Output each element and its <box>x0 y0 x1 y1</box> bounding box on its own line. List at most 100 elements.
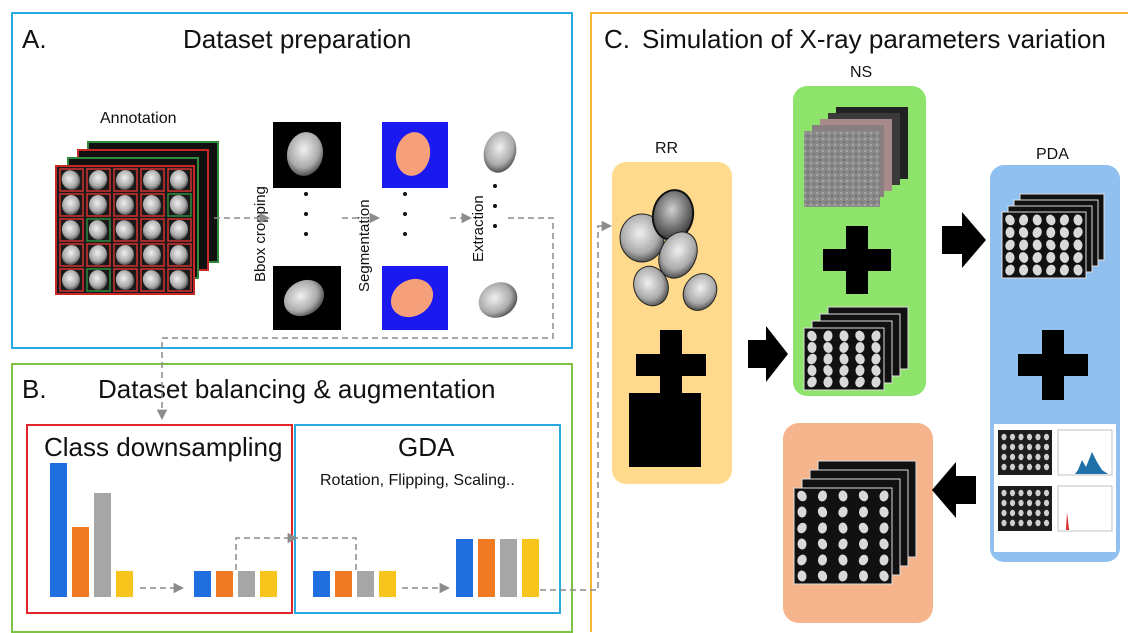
histogram-seed <box>1009 499 1016 507</box>
panel-c-letter: C. <box>604 24 630 54</box>
stack-seed <box>858 554 869 566</box>
stack-seed <box>1073 264 1083 276</box>
stack-seed <box>859 538 868 550</box>
stack-seed <box>807 376 817 388</box>
histogram-seed <box>1009 443 1016 451</box>
stack-seed <box>855 342 865 353</box>
histogram-seed <box>1035 463 1041 471</box>
bbox-crop-images <box>273 122 341 330</box>
class-bar <box>357 571 374 597</box>
annotation-bbox <box>167 243 192 267</box>
ns-noise-stack <box>804 107 908 207</box>
stack-seed <box>1046 264 1056 276</box>
stack-seed <box>855 330 865 342</box>
annotation-seed <box>61 195 81 215</box>
annotation-bbox <box>113 243 138 267</box>
stack-seed <box>1018 252 1029 263</box>
histogram-seed <box>1001 463 1007 471</box>
stack-seed <box>817 554 828 566</box>
stack-seed <box>1032 252 1042 263</box>
stack-seed <box>839 365 849 376</box>
pda-histogram-figure <box>994 424 1116 552</box>
histogram-seed <box>1026 453 1033 461</box>
annotation-bbox <box>113 268 138 292</box>
stack-seed <box>797 554 807 566</box>
stack-seed <box>1019 214 1029 226</box>
stack-seed <box>1005 214 1015 226</box>
stack-seed <box>1059 252 1070 263</box>
annotation-seed <box>169 170 189 190</box>
class-bar <box>216 571 233 597</box>
histogram-seed <box>1043 463 1050 471</box>
gda-box <box>294 424 561 614</box>
gda-subtitle: Rotation, Flipping, Scaling.. <box>320 472 515 489</box>
pda-label: PDA <box>1036 146 1069 163</box>
stack-seed <box>839 342 849 353</box>
rr-seeds <box>619 189 718 311</box>
annotation-bbox <box>86 268 111 292</box>
annotation-seed <box>61 170 81 190</box>
histogram-seed <box>1001 443 1007 451</box>
stack-seed <box>1046 227 1056 238</box>
stack-frame <box>793 487 893 585</box>
annotation-seed <box>142 170 162 190</box>
stack-seed <box>817 570 828 582</box>
stack-seed <box>797 538 807 550</box>
ellipsis-dots-seg <box>403 192 407 252</box>
annotation-seed <box>169 245 189 265</box>
stack-seed <box>838 570 848 582</box>
rr-black-square <box>629 393 701 467</box>
annotation-bbox <box>113 193 138 217</box>
histogram-seed <box>1018 433 1024 441</box>
stack-seed <box>879 554 889 566</box>
histogram-seed <box>1001 453 1007 461</box>
stack-seed <box>1032 264 1042 276</box>
stack-seed <box>807 353 817 365</box>
class-bar <box>313 571 330 597</box>
histogram-seed <box>1035 489 1041 497</box>
extraction-images <box>478 131 518 318</box>
histogram-seed <box>1026 519 1033 527</box>
class-bar <box>379 571 396 597</box>
stack-seed <box>871 365 881 376</box>
histogram-seed <box>1035 433 1041 441</box>
stack-seed <box>797 522 807 534</box>
histogram-seed <box>1043 509 1050 517</box>
stack-seed <box>858 522 869 534</box>
annotation-bbox <box>167 218 192 242</box>
histogram-seed <box>1043 453 1050 461</box>
class-bar <box>478 539 495 597</box>
stack-seed <box>797 506 807 518</box>
annotation-bbox <box>140 243 165 267</box>
histogram-seed <box>1026 443 1033 451</box>
annotation-seed <box>88 270 108 290</box>
downsampling-title: Class downsampling <box>44 432 283 462</box>
stack-seed <box>1059 264 1069 276</box>
histogram-seed <box>1018 463 1024 471</box>
histogram-seed <box>1035 519 1041 527</box>
class-bar <box>194 571 211 597</box>
balanced-bars-gda-input <box>313 571 396 597</box>
panel-b-title: Dataset balancing & augmentation <box>98 374 496 404</box>
stack-seed <box>858 570 869 582</box>
class-bar <box>50 463 67 597</box>
ellipsis-dots-crop <box>304 192 308 252</box>
stack-seed <box>823 376 833 388</box>
histogram-seed <box>1026 509 1033 517</box>
histogram-seed <box>1018 499 1024 507</box>
annotation-bbox <box>59 218 84 242</box>
ns-label: NS <box>850 64 873 81</box>
annotation-seed <box>115 220 135 240</box>
stack-seed <box>839 330 849 342</box>
stack-seed <box>838 554 848 566</box>
stack-seed <box>1032 227 1042 238</box>
stack-seed <box>1046 214 1056 226</box>
stack-seed <box>879 538 889 550</box>
histogram-seed <box>1035 499 1041 507</box>
histogram-seed <box>1043 443 1050 451</box>
rr-label: RR <box>655 140 679 157</box>
histogram-seed <box>1026 463 1033 471</box>
stack-seed <box>1059 227 1069 238</box>
stack-seed <box>1019 239 1029 251</box>
stack-seed <box>871 376 881 388</box>
